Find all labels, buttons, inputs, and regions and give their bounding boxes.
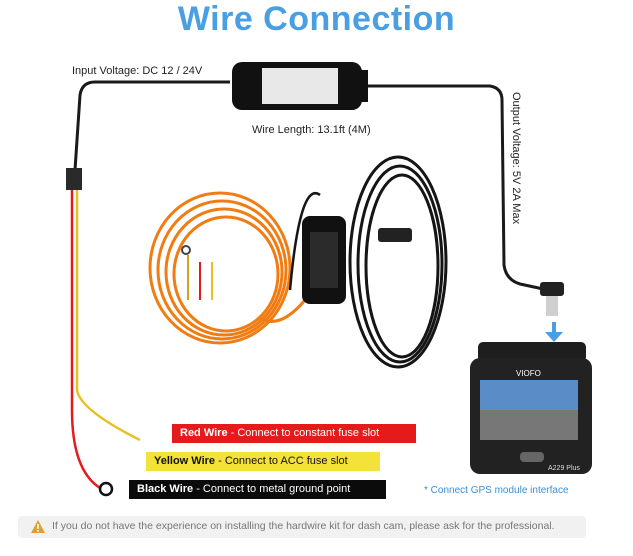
warning-bar: If you do not have the experience on ins… — [18, 516, 586, 538]
usb-plug-icon — [378, 228, 412, 242]
warning-text: If you do not have the experience on ins… — [52, 520, 555, 532]
yellow-wire-desc: - Connect to ACC fuse slot — [215, 455, 348, 467]
middle-converter-module — [302, 216, 346, 304]
black-wire-name: Black Wire — [137, 483, 194, 495]
yellow-wire-name: Yellow Wire — [154, 455, 216, 467]
page-title: Wire Connection — [177, 0, 456, 38]
right-usb-connector — [540, 282, 564, 316]
warning-triangle-icon — [31, 520, 45, 533]
red-wire-name: Red Wire — [180, 427, 228, 439]
red-wire-label: Red Wire - Connect to constant fuse slot — [172, 424, 416, 443]
fuse-connector-block — [66, 168, 82, 190]
dash-camera: VIOFO A229 Plus — [470, 342, 592, 474]
black-wire-desc: - Connect to metal ground point — [193, 483, 351, 495]
output-voltage-label: Output Voltage: 5V 2A Max — [510, 92, 522, 225]
down-arrow-icon — [545, 322, 563, 342]
yellow-wire-label: Yellow Wire - Connect to ACC fuse slot — [146, 452, 380, 471]
camera-brand: VIOFO — [516, 369, 541, 378]
black-wire-label: Black Wire - Connect to metal ground poi… — [129, 480, 386, 499]
ring-terminal-icon — [98, 481, 114, 497]
wire-length-label: Wire Length: 13.1ft (4M) — [252, 124, 371, 136]
top-converter-module — [232, 62, 368, 110]
camera-model: A229 Plus — [548, 465, 580, 472]
gps-note: * Connect GPS module interface — [424, 485, 569, 496]
input-voltage-label: Input Voltage: DC 12 / 24V — [72, 65, 203, 77]
red-wire-desc: - Connect to constant fuse slot — [227, 427, 380, 439]
